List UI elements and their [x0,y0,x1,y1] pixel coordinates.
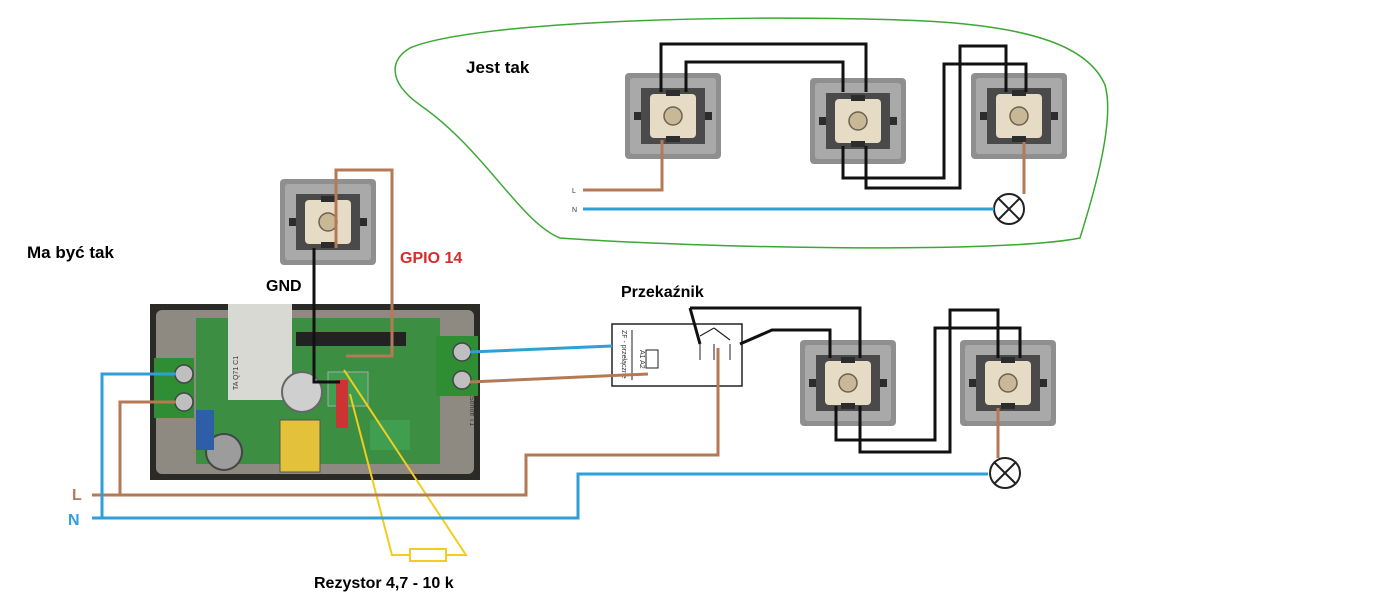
switch-2-icon [809,77,907,165]
relay-icon [611,323,743,387]
lamp-top-icon [993,193,1025,225]
rezystor-label: Rezystor 4,7 - 10 k [314,575,454,592]
ma-byc-tak-label: Ma być tak [27,243,114,262]
top-L-label: L [572,188,576,195]
switch-1-icon [624,72,722,160]
top-N-label: N [572,207,577,214]
lamp-bottom-icon [989,457,1021,489]
L-label: L [72,487,82,504]
wires-bottom [92,306,1022,520]
relay-terminal-text: A1 A2 [638,350,645,369]
outline-current-wiring [394,17,1109,249]
board-relay-text: TA Q71 C1 [233,356,240,390]
switch-sonoff-icon [279,178,377,266]
switch-4-icon [799,339,897,427]
przekaznik-label: Przekaźnik [621,284,704,301]
board-right-text: Sonoff T1 [468,396,475,426]
gpio-label: GPIO 14 [400,250,462,267]
switch-5-icon [959,339,1057,427]
relay-side-text: ZF - przełączne [620,330,627,379]
jest-tak-label: Jest tak [466,58,530,77]
resistor-icon [343,369,468,562]
gnd-label: GND [266,278,302,295]
wires-sonoff-switch [312,168,394,384]
wires-top [583,42,1028,211]
N-label: N [68,512,80,529]
switch-3-icon [970,72,1068,160]
